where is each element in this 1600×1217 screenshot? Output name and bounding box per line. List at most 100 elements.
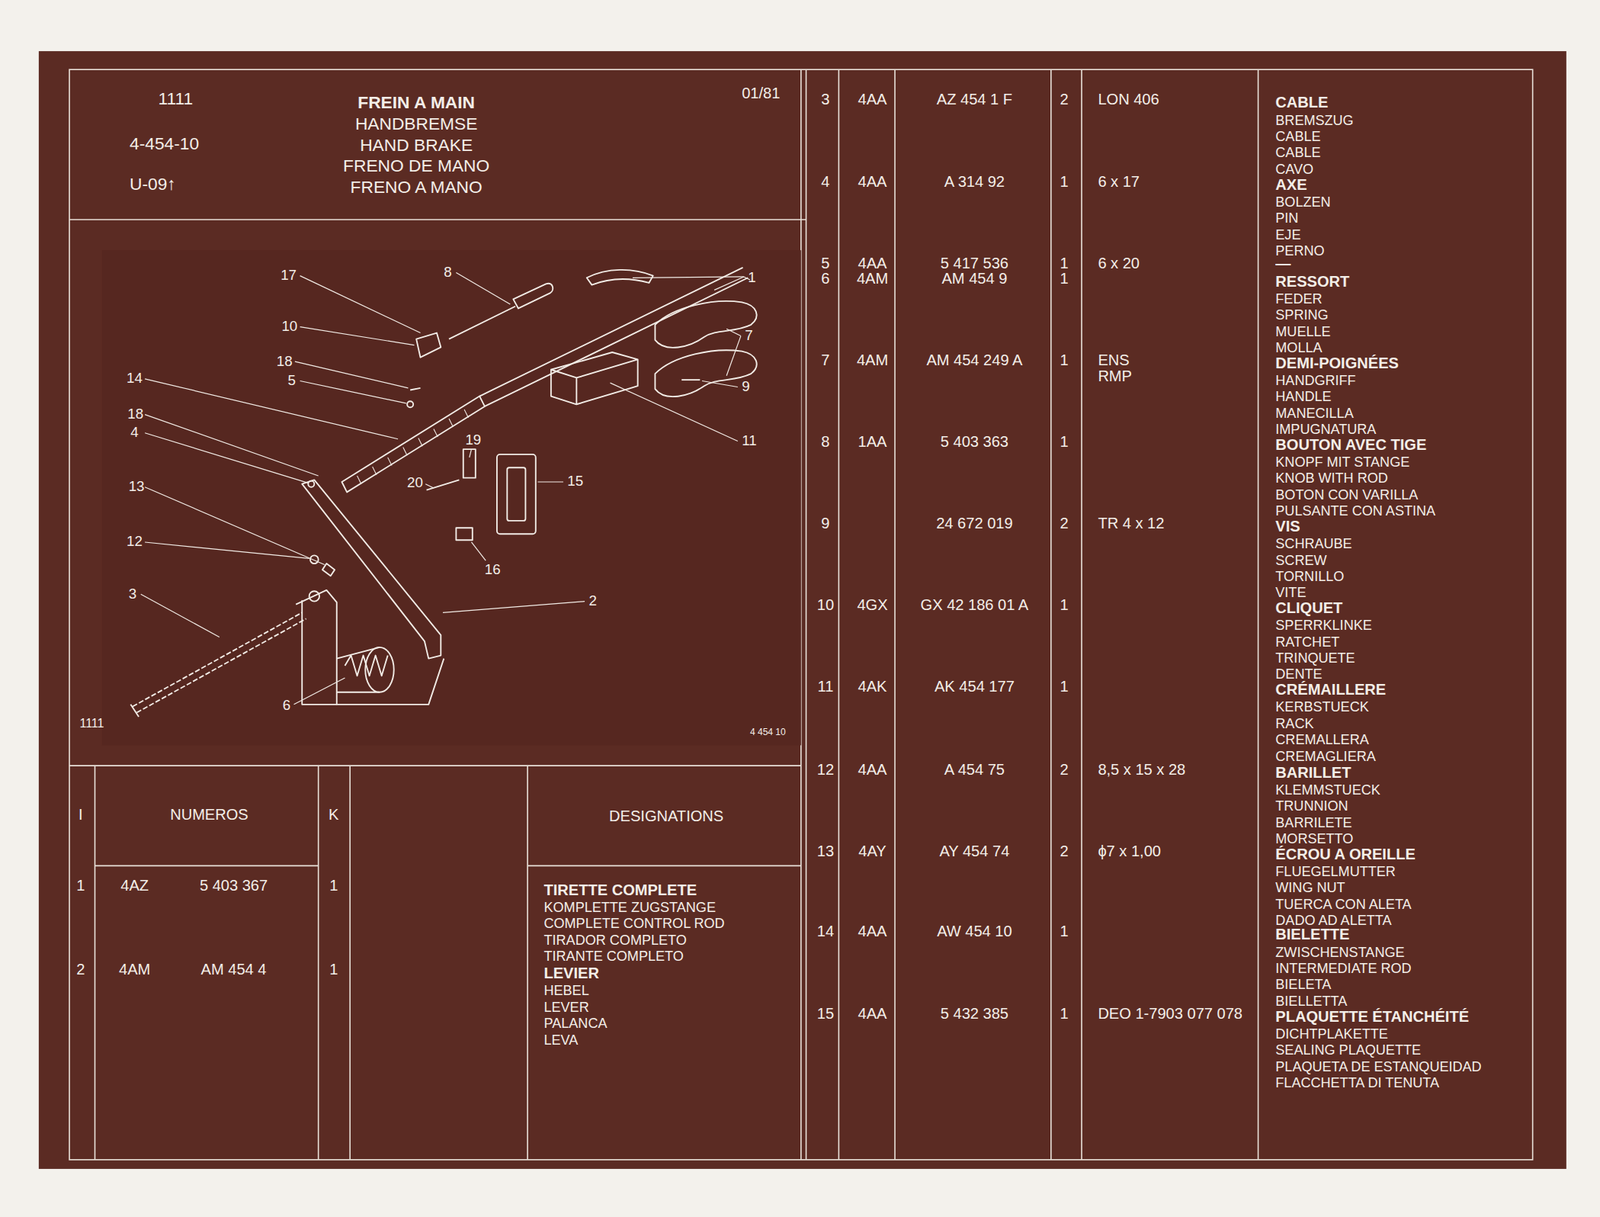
table-cell: 4AM <box>856 352 889 368</box>
table-cell: 3 <box>820 91 830 107</box>
designation-translation: SPERRKLINKE <box>1275 618 1372 632</box>
designation-translation: BIELLETTA <box>1275 993 1347 1008</box>
table-cell: GX 42 186 01 A <box>920 596 1030 613</box>
designation-translation: FLUEGELMUTTER <box>1275 864 1396 879</box>
title-translation: HAND BRAKE <box>359 136 473 154</box>
designation-translation: MANECILLA <box>1275 406 1354 421</box>
model-range: U-09↑ <box>129 175 177 193</box>
callout-number: 9 <box>741 379 750 395</box>
designation-translation: PIN <box>1275 211 1299 225</box>
designation-translation: DENTE <box>1275 666 1322 681</box>
callout-number: 19 <box>464 432 481 448</box>
designation-heading: AXE <box>1275 176 1307 193</box>
table-cell: 5 432 385 <box>940 1005 1009 1021</box>
designation-heading: LEVIER <box>543 965 599 981</box>
designation-translation: MORSETTO <box>1275 831 1354 846</box>
designation-translation: ZWISCHENSTANGE <box>1275 945 1405 959</box>
table-cell: 11 <box>817 678 834 694</box>
designation-translation: HEBEL <box>543 983 589 998</box>
callout-number: 12 <box>126 534 143 549</box>
table-cell: 4 <box>820 173 830 190</box>
callout-number: 14 <box>126 371 143 386</box>
table-cell: 14 <box>817 923 834 939</box>
designation-heading: — <box>1275 255 1291 271</box>
plate-ground <box>38 51 1567 1169</box>
designation-translation: IMPUGNATURA <box>1275 422 1376 437</box>
table-cell: 4AA <box>858 173 888 190</box>
table-cell: 8,5 x 15 x 28 <box>1097 761 1186 777</box>
designation-translation: KNOB WITH ROD <box>1275 471 1389 485</box>
table-cell: 4AZ <box>120 877 149 893</box>
sheet-title: FREIN A MAIN <box>357 93 475 112</box>
table-cell: 1 <box>1060 923 1069 939</box>
table-cell: 1 <box>1060 678 1069 694</box>
table-cell: 1 <box>1060 352 1069 368</box>
designation-translation: BREMSZUG <box>1275 113 1354 128</box>
title-translation: FRENO DE MANO <box>343 157 490 175</box>
designation-heading: BOUTON AVEC TIGE <box>1275 436 1427 453</box>
designation-translation: KOMPLETTE ZUGSTANGE <box>543 900 716 914</box>
callout-number: 3 <box>128 586 137 602</box>
designation-heading: DEMI-POIGNÉES <box>1275 355 1399 371</box>
table-cell: 4AY <box>858 843 886 859</box>
callout-number: 20 <box>407 475 424 491</box>
table-cell: 1AA <box>858 433 888 449</box>
column-heading: K <box>328 806 339 822</box>
designation-translation: MOLLA <box>1275 340 1322 355</box>
designation-translation: CREMALLERA <box>1275 732 1369 747</box>
table-cell: AM 454 4 <box>201 961 267 977</box>
designation-translation: SEALING PLAQUETTE <box>1275 1042 1421 1057</box>
title-translation: FRENO A MANO <box>350 178 483 196</box>
table-cell: 6 <box>820 270 830 286</box>
designation-translation: RATCHET <box>1275 634 1340 649</box>
designation-translation: DADO AD ALETTA <box>1275 913 1392 927</box>
table-cell: 8 <box>820 433 830 449</box>
callout-number: 18 <box>276 354 293 369</box>
designation-translation: COMPLETE CONTROL ROD <box>543 916 725 930</box>
designation-heading: PLAQUETTE ÉTANCHÉITÉ <box>1275 1008 1469 1024</box>
designation-heading: BARILLET <box>1275 764 1351 780</box>
designation-translation: DICHTPLAKETTE <box>1275 1026 1389 1041</box>
table-cell: A 314 92 <box>944 173 1005 190</box>
designation-translation: TRUNNION <box>1275 798 1348 813</box>
table-cell: 2 <box>1060 515 1069 531</box>
table-cell: AW 454 10 <box>936 923 1013 939</box>
table-cell: 1 <box>76 877 85 893</box>
plate-reference: 4 454 10 <box>750 727 786 737</box>
designation-translation: CAVO <box>1275 162 1314 177</box>
table-cell: 1 <box>1060 255 1069 271</box>
designation-translation: TUERCA CON ALETA <box>1275 897 1411 911</box>
edition-date: 01/81 <box>741 85 780 101</box>
callout-number: 10 <box>281 319 298 334</box>
table-cell: 4AA <box>858 761 888 777</box>
designation-translation: BARRILETE <box>1275 815 1352 830</box>
designation-translation: CREMAGLIERA <box>1275 749 1376 764</box>
table-cell: 4AM <box>856 270 889 286</box>
callout-number: 13 <box>128 479 145 494</box>
designation-translation: LEVA <box>543 1032 578 1047</box>
table-cell: 4AA <box>858 923 888 939</box>
table-cell: 13 <box>817 843 834 859</box>
designation-translation: PULSANTE CON ASTINA <box>1275 503 1436 518</box>
designation-translation: HANDLE <box>1275 389 1331 404</box>
table-cell: 2 <box>1060 761 1069 777</box>
illustration-ground <box>102 250 802 745</box>
column-heading: NUMEROS <box>169 806 249 822</box>
designation-translation: MUELLE <box>1275 324 1331 339</box>
table-cell: 2 <box>76 961 85 977</box>
callout-number: 11 <box>741 433 757 449</box>
callout-number: 2 <box>588 593 597 609</box>
designation-translation: TIRADOR COMPLETO <box>543 933 687 947</box>
designation-heading: RESSORT <box>1275 273 1350 289</box>
column-heading: DESIGNATIONS <box>609 808 724 824</box>
table-cell: 5 <box>820 255 830 271</box>
callout-number: 1 <box>747 270 756 286</box>
table-cell: 1 <box>1060 1005 1069 1021</box>
sheet-number: 1111 <box>157 89 193 108</box>
callout-number: 5 <box>287 373 295 388</box>
designation-heading: VIS <box>1275 518 1300 534</box>
table-grid <box>69 69 1533 1160</box>
table-cell: RMP <box>1097 368 1132 384</box>
table-cell: 5 403 367 <box>199 877 268 893</box>
callout-number: 18 <box>127 407 144 422</box>
